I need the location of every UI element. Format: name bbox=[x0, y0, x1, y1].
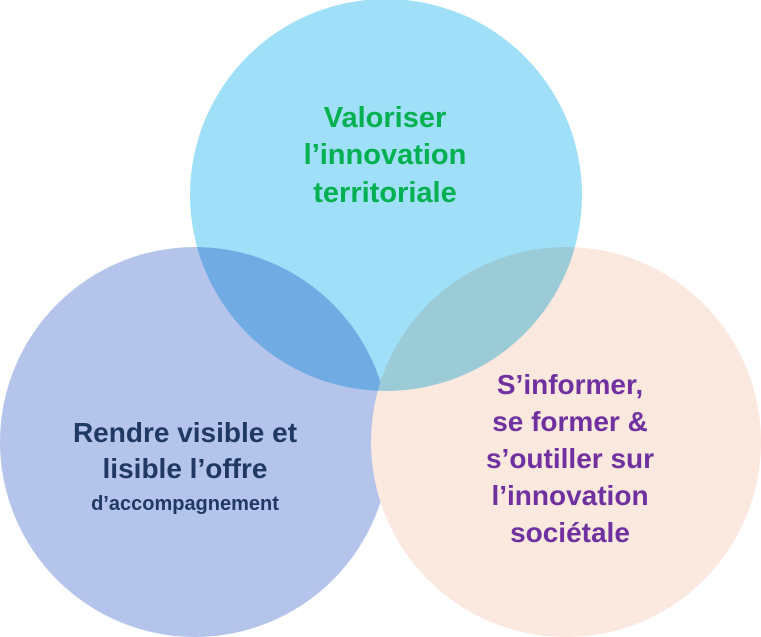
top-circle-label: Valoriser l’innovation territoriale bbox=[230, 100, 540, 212]
label-line: lisible l’offre bbox=[102, 453, 268, 485]
label-line: sociétale bbox=[510, 516, 630, 548]
label-line: l’innovation bbox=[491, 479, 649, 511]
top-circle bbox=[190, 0, 582, 391]
left-circle-label: Rendre visible et lisible l’offre d’acco… bbox=[30, 415, 340, 520]
label-line: territoriale bbox=[313, 176, 457, 209]
label-line: Rendre visible et bbox=[72, 417, 298, 448]
label-line: Valoriser bbox=[323, 102, 447, 134]
right-circle-label: S’informer, se former & s’outiller sur l… bbox=[420, 367, 720, 552]
label-line: d’accompagnement bbox=[91, 492, 279, 515]
label-line: s’outiller sur bbox=[485, 442, 655, 474]
label-line: l’innovation bbox=[303, 139, 467, 172]
label-line: S’informer, bbox=[496, 369, 644, 400]
label-line: se former & bbox=[492, 405, 648, 437]
